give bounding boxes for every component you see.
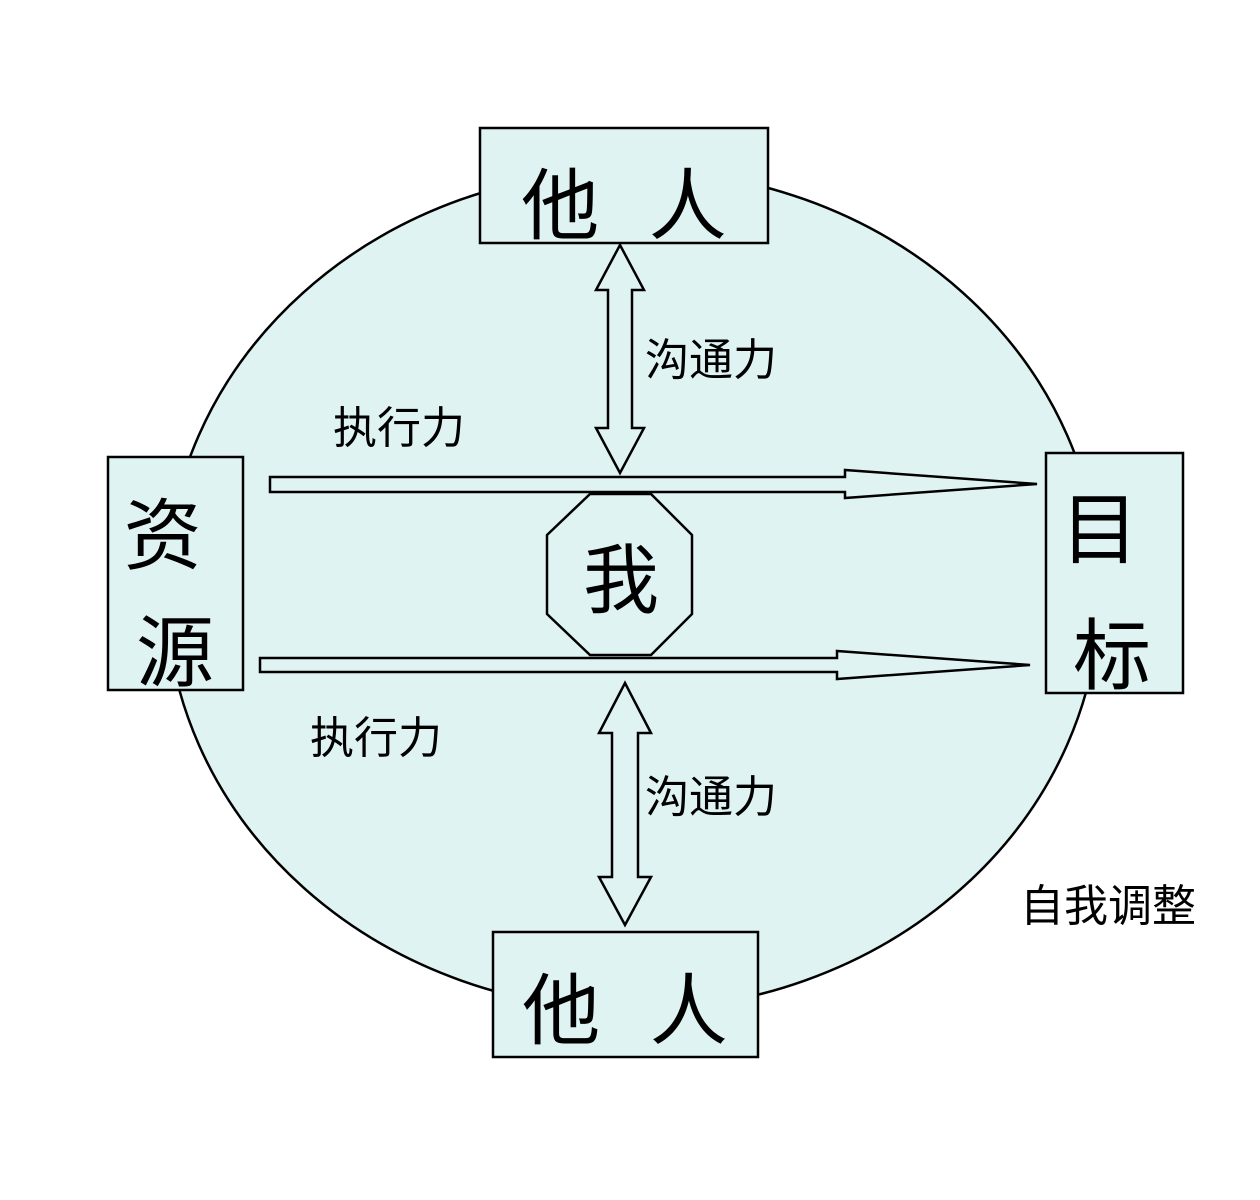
- goal-box: [1044, 451, 1185, 695]
- resources-char-1: 资: [124, 492, 202, 582]
- others-bottom-label: 他 人: [522, 967, 728, 1057]
- others-top-box: [478, 126, 770, 245]
- resources-char-2: 源: [136, 609, 214, 699]
- communication-arrow-top: [593, 242, 647, 476]
- execution-label-bottom: 执行力: [310, 713, 442, 764]
- execution-arrow-bottom: [258, 649, 1031, 681]
- communication-label-bottom: 沟通力: [645, 772, 777, 823]
- communication-arrow-bottom: [596, 680, 654, 928]
- goal-char-2: 标: [1073, 612, 1151, 702]
- goal-char-1: 目: [1061, 486, 1139, 576]
- others-bottom-box: [491, 930, 760, 1059]
- resources-label: 资 源: [124, 492, 227, 699]
- self-adjustment-label: 自我调整: [1020, 881, 1196, 932]
- resources-box: [106, 455, 245, 692]
- execution-arrow-top: [268, 468, 1038, 500]
- others-top-label: 他 人: [521, 162, 727, 252]
- goal-label: 目 标: [1061, 486, 1164, 702]
- self-label: 我: [583, 536, 659, 625]
- execution-label-top: 执行力: [333, 403, 465, 454]
- self-octagon: [545, 492, 694, 657]
- communication-label-top: 沟通力: [645, 335, 777, 386]
